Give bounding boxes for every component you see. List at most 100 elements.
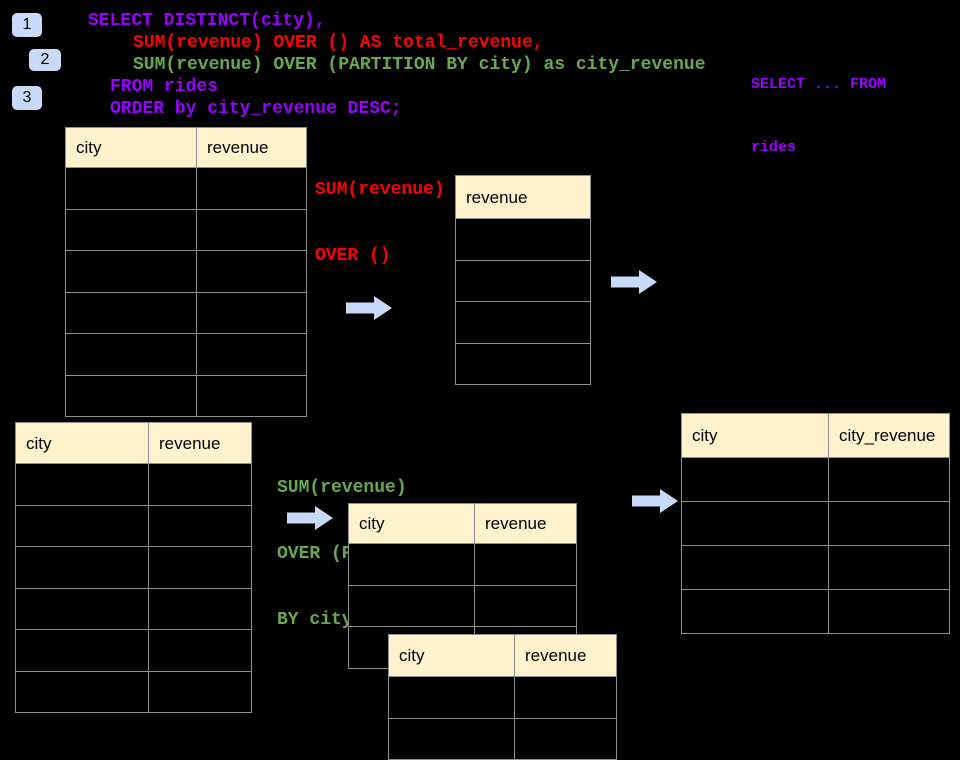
- table-row: [681, 545, 950, 590]
- step-badge-2: 2: [29, 49, 61, 71]
- table-cell: [474, 543, 577, 586]
- table-cell: [348, 584, 475, 628]
- table-row: [15, 504, 252, 547]
- arrow-right-icon: [287, 506, 333, 530]
- column-header: revenue: [196, 127, 307, 168]
- table-cell: [681, 589, 829, 634]
- total-revenue-label-line: SUM(revenue): [315, 180, 445, 200]
- table-cell: [65, 250, 197, 293]
- column-header: revenue: [455, 175, 591, 219]
- table-cell: [15, 629, 149, 672]
- table-cell: [196, 333, 307, 376]
- side-note: SELECT ... FROM rides: [751, 32, 886, 179]
- table-row: [65, 374, 307, 417]
- column-header: city: [388, 634, 515, 677]
- table-cell: [65, 291, 197, 334]
- step-badge-1: 1: [12, 13, 42, 37]
- table-cell: [15, 546, 149, 589]
- column-header: city_revenue: [828, 413, 950, 458]
- slide-canvas: { "colors": { "background": "#000000", "…: [12, 10, 950, 760]
- table-row: [65, 250, 307, 293]
- table-cell: [828, 457, 950, 502]
- table-cell: [681, 545, 829, 590]
- table-cell: [196, 167, 307, 210]
- table-cell: [196, 208, 307, 251]
- table-row: [455, 218, 591, 261]
- table-cell: [148, 546, 252, 589]
- column-header: revenue: [514, 634, 617, 677]
- table-row: [455, 342, 591, 385]
- table-cell: [474, 584, 577, 628]
- sql-code: SELECT DISTINCT(city),SUM(revenue) OVER …: [88, 10, 706, 120]
- side-note-line: rides: [751, 139, 797, 156]
- table-cell: [681, 457, 829, 502]
- table-row: [455, 259, 591, 302]
- table-cell: [514, 676, 617, 719]
- table-row: [15, 546, 252, 589]
- table-row: [388, 717, 617, 760]
- table-row: [681, 501, 950, 546]
- arrow-right-icon: [611, 270, 657, 294]
- table-row: [65, 208, 307, 251]
- column-header: city: [15, 422, 149, 464]
- side-note-line: SELECT ... FROM: [751, 76, 887, 93]
- table-cell: [196, 291, 307, 334]
- arrow-right-icon: [632, 489, 678, 513]
- table-cell: [196, 374, 307, 417]
- table-cell: [65, 167, 197, 210]
- table-row: [681, 589, 950, 634]
- table-cell: [514, 717, 617, 760]
- table-cell: [388, 717, 515, 760]
- code-line: SUM(revenue) OVER () AS total_revenue,: [133, 33, 544, 53]
- partition-label-line: SUM(revenue): [277, 478, 407, 498]
- table-row: [65, 167, 307, 210]
- table-row: [65, 333, 307, 376]
- table-row: [348, 543, 577, 586]
- table-cell: [65, 374, 197, 417]
- table-cell: [828, 501, 950, 546]
- column-header: city: [348, 503, 475, 544]
- table-cell: [455, 301, 591, 344]
- code-line: ORDER by city_revenue DESC;: [110, 99, 402, 119]
- table-cell: [15, 504, 149, 547]
- column-header: revenue: [474, 503, 577, 544]
- table-cell: [828, 589, 950, 634]
- table-cell: [196, 250, 307, 293]
- table-row: [15, 629, 252, 672]
- table-row: [15, 670, 252, 713]
- table-cell: [148, 670, 252, 713]
- table-row: [65, 291, 307, 334]
- table-cell: [348, 543, 475, 586]
- table-cell: [148, 463, 252, 506]
- table-cell: [15, 587, 149, 630]
- table-row: [455, 301, 591, 344]
- table-cell: [388, 676, 515, 719]
- table-row: [15, 587, 252, 630]
- table-cell: [455, 342, 591, 385]
- table-total-revenue-result: revenue: [455, 175, 591, 385]
- table-row: [681, 457, 950, 502]
- column-header: city: [65, 127, 197, 168]
- column-header: city: [681, 413, 829, 458]
- table-cell: [455, 259, 591, 302]
- table-cell: [828, 545, 950, 590]
- code-line: SELECT DISTINCT(city),: [88, 11, 326, 31]
- table-row: [388, 676, 617, 719]
- table-row: [15, 463, 252, 506]
- table-cell: [15, 670, 149, 713]
- table-row: [348, 584, 577, 628]
- table-cell: [681, 501, 829, 546]
- table-cell: [148, 629, 252, 672]
- step-badge-3: 3: [12, 86, 42, 110]
- arrow-right-icon: [346, 296, 392, 320]
- table-cell: [148, 504, 252, 547]
- column-header: revenue: [148, 422, 252, 464]
- table-cell: [65, 208, 197, 251]
- table-cell: [148, 587, 252, 630]
- code-line: FROM rides: [110, 77, 219, 97]
